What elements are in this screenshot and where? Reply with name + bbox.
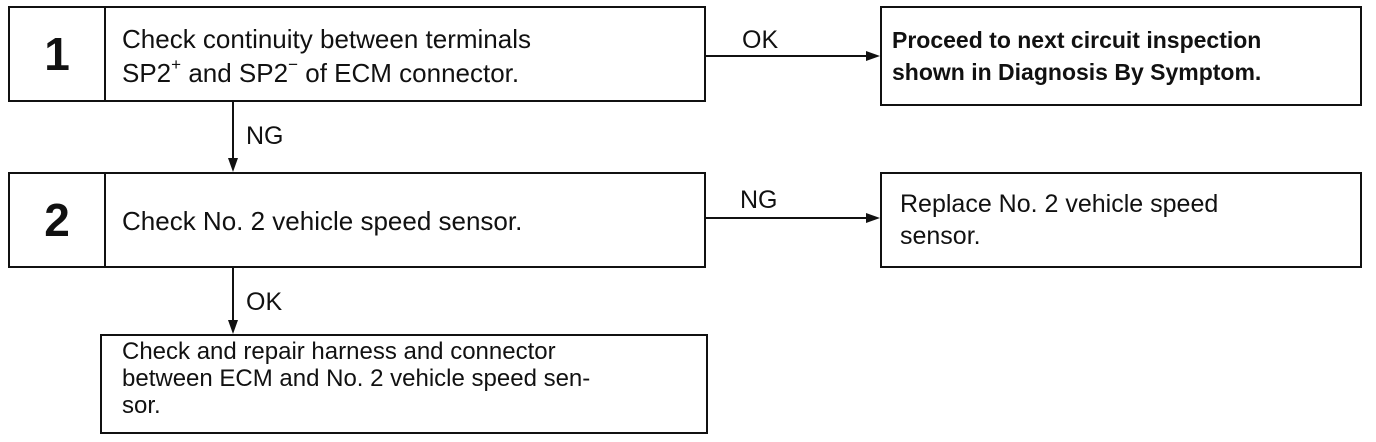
step-1-box: 1 Check continuity between terminals SP2… xyxy=(8,6,706,102)
result-proceed-line-2: shown in Diagnosis By Symptom. xyxy=(892,59,1262,85)
terminal-plus-sign: + xyxy=(171,55,182,75)
step-2-box: 2 Check No. 2 vehicle speed sensor. xyxy=(8,172,706,268)
result-proceed-line-1: Proceed to next circuit inspection xyxy=(892,27,1262,53)
step-2-number: 2 xyxy=(10,174,106,266)
step-1-line-2: SP2+ and SP2− of ECM connector. xyxy=(122,56,704,90)
step-1-line-2-end: of ECM connector. xyxy=(298,58,520,88)
branch-label-step2-ng: NG xyxy=(740,186,778,214)
arrowhead-step2-ng xyxy=(866,213,880,223)
result-proceed-next-inspection: Proceed to next circuit inspection shown… xyxy=(880,6,1362,106)
terminal-sp2-plus-name: SP2 xyxy=(122,58,172,88)
branch-label-step2-ok: OK xyxy=(246,288,283,316)
arrowhead-step2-ok xyxy=(228,320,238,334)
step-1-line-2-middle: and SP2 xyxy=(181,58,289,88)
result-harness-line-2: between ECM and No. 2 vehicle speed sen- xyxy=(122,365,591,392)
step-1-text: Check continuity between terminals SP2+ … xyxy=(106,8,704,100)
result-replace-line-1: Replace No. 2 vehicle speed xyxy=(900,190,1219,218)
result-replace-sensor: Replace No. 2 vehicle speed sensor. xyxy=(880,172,1362,268)
branch-label-step1-ng: NG xyxy=(246,122,284,150)
arrowhead-step1-ng xyxy=(228,158,238,172)
step-2-line-1: Check No. 2 vehicle speed sensor. xyxy=(122,206,523,236)
result-check-repair-harness: Check and repair harness and connector b… xyxy=(100,334,708,434)
result-harness-line-1: Check and repair harness and connector xyxy=(122,338,556,365)
arrowhead-step1-ok xyxy=(866,51,880,61)
step-1-line-1: Check continuity between terminals xyxy=(122,24,531,54)
step-2-text: Check No. 2 vehicle speed sensor. xyxy=(106,174,704,266)
result-harness-line-3: sor. xyxy=(122,392,161,419)
step-1-number: 1 xyxy=(10,8,106,100)
terminal-minus-sign: − xyxy=(288,55,299,75)
branch-label-step1-ok: OK xyxy=(742,26,779,54)
result-replace-line-2: sensor. xyxy=(900,222,981,250)
